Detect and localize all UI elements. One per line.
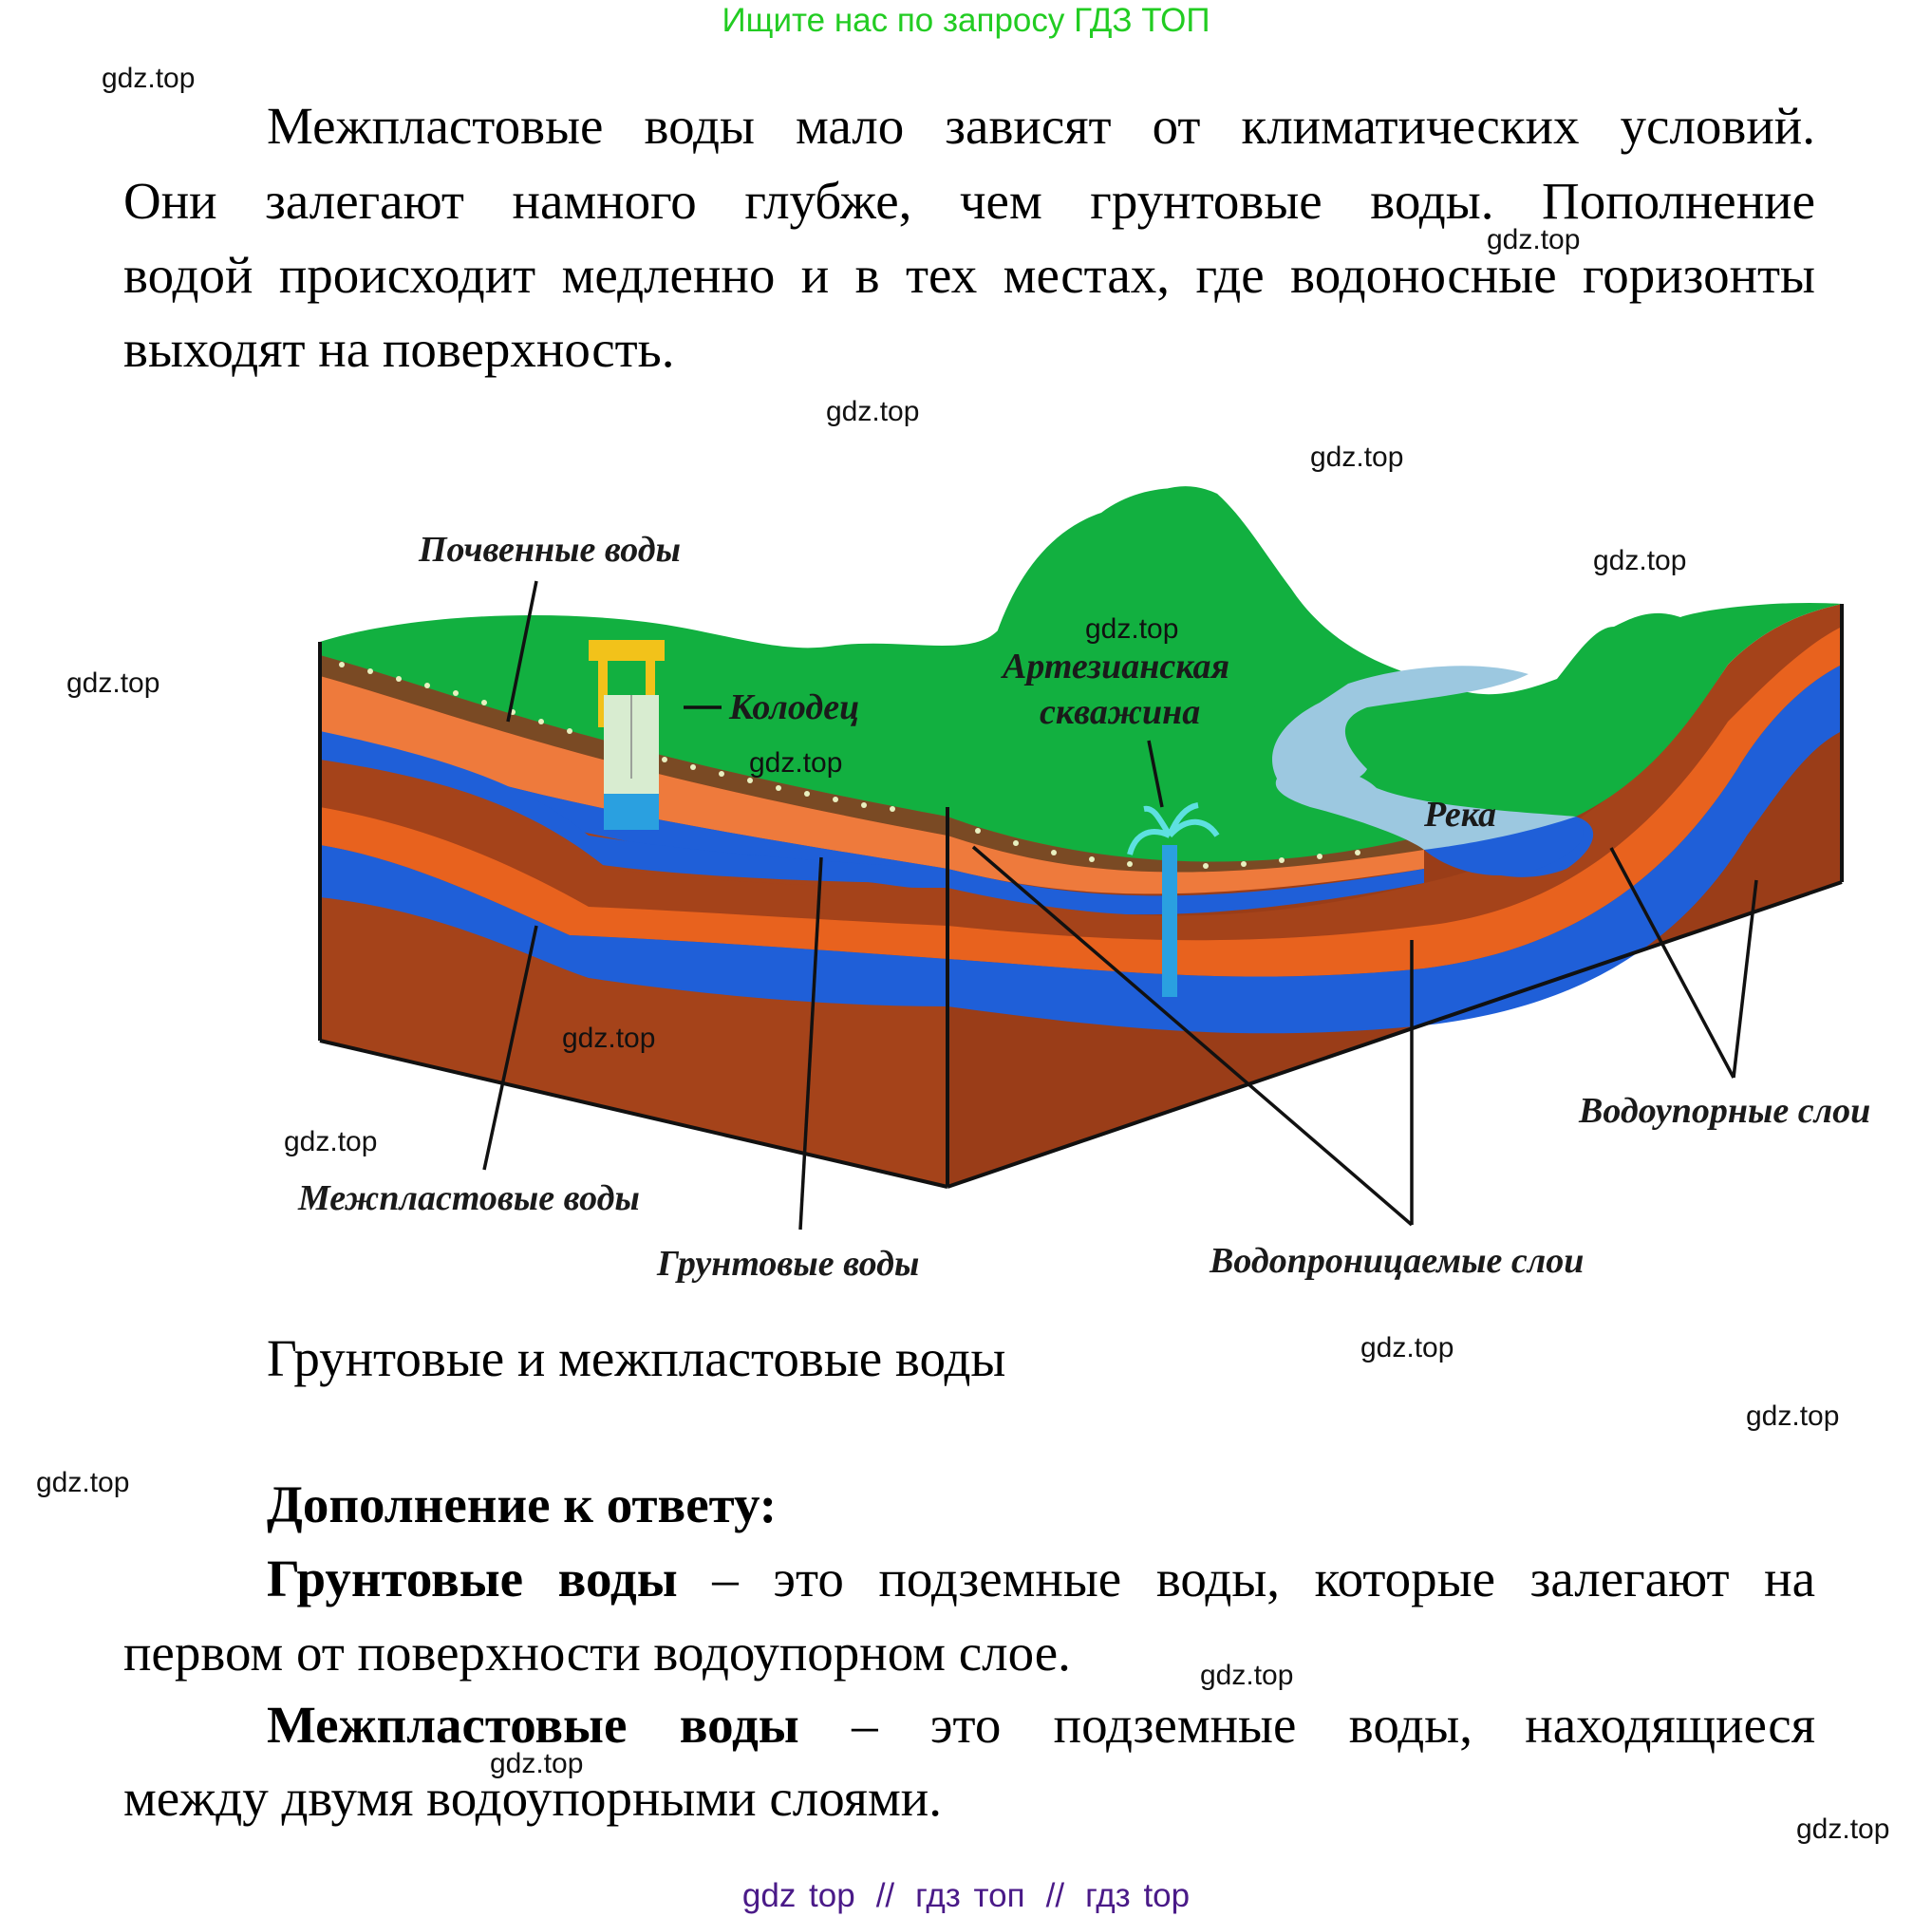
label-river: Река xyxy=(1423,795,1496,835)
term-confined-water: Межпластовые воды xyxy=(267,1696,799,1754)
footer-separator: // xyxy=(1045,1877,1065,1914)
watermark: gdz.top xyxy=(36,1467,130,1498)
addendum-heading: Дополнение к ответу: xyxy=(267,1475,778,1533)
label-ground-water: Грунтовые воды xyxy=(656,1244,919,1284)
footer-link-gdz-top[interactable]: gdz top xyxy=(741,1877,855,1914)
watermark: gdz.top xyxy=(1200,1660,1294,1691)
label-permeable-layers: Водопроницаемые слои xyxy=(1209,1241,1584,1281)
well-icon xyxy=(589,640,665,830)
label-confined-water: Межпластовые воды xyxy=(297,1178,640,1218)
intro-line-4: выходят на поверхность. xyxy=(123,320,675,378)
watermark: gdz.top xyxy=(1085,613,1179,645)
groundwater-diagram: Почвенные воды Колодец Артезианская сква… xyxy=(297,486,1870,1284)
label-impermeable-layers: Водоупорные слои xyxy=(1578,1091,1870,1131)
watermark: gdz.top xyxy=(749,747,843,779)
watermark: gdz.top xyxy=(284,1126,378,1157)
watermark: gdz.top xyxy=(1360,1332,1454,1363)
watermark: gdz.top xyxy=(66,667,160,699)
watermark: gdz.top xyxy=(562,1023,656,1054)
footer-link-gdz-top-mixed[interactable]: гдз top xyxy=(1085,1877,1191,1914)
watermark: gdz.top xyxy=(1796,1814,1890,1845)
river xyxy=(1272,666,1529,789)
search-banner: Ищите нас по запросу ГДЗ ТОП xyxy=(722,2,1210,39)
intro-line-1: Межпластовые воды мало зависят от климат… xyxy=(267,97,1815,155)
definition-ground-water-line-2: первом от поверхности водоупорном слое. xyxy=(123,1624,1071,1682)
watermark: gdz.top xyxy=(102,63,196,94)
label-artesian-1: Артезианская xyxy=(1001,647,1229,686)
label-soil-water: Почвенные воды xyxy=(418,530,681,570)
watermark: gdz.top xyxy=(1487,224,1581,255)
intro-line-3: водой происходит медленно и в тех местах… xyxy=(123,246,1815,304)
artesian-well-icon xyxy=(1127,802,1220,997)
watermark: gdz.top xyxy=(1310,442,1404,473)
definition-confined-water-line-2: между двумя водоупорными слоями. xyxy=(123,1769,942,1827)
figure-caption: Грунтовые и межпластовые воды xyxy=(267,1329,1006,1387)
footer-link-gdz-top-ru[interactable]: гдз топ xyxy=(915,1877,1025,1914)
pointer-lines xyxy=(482,580,1758,1231)
block-outline xyxy=(318,604,1844,1189)
footer-links: gdz top // гдз топ // гдз top xyxy=(0,1875,1932,1917)
label-well: Колодец xyxy=(728,687,859,727)
mountain xyxy=(987,488,1424,722)
term-ground-water: Грунтовые воды xyxy=(267,1550,678,1607)
watermark: gdz.top xyxy=(826,396,920,427)
definition-confined-water-line-1: Межпластовые воды – это подземные воды, … xyxy=(267,1696,1815,1754)
definition-ground-water-line-1: Грунтовые воды – это подземные воды, кот… xyxy=(267,1550,1815,1607)
intro-line-2: Они залегают намного глубже, чем грунтов… xyxy=(123,172,1815,230)
watermark: gdz.top xyxy=(1593,545,1687,576)
watermark: gdz.top xyxy=(490,1748,584,1779)
label-artesian-2: скважина xyxy=(1040,692,1200,732)
watermark: gdz.top xyxy=(1746,1400,1840,1432)
footer-separator: // xyxy=(875,1877,895,1914)
